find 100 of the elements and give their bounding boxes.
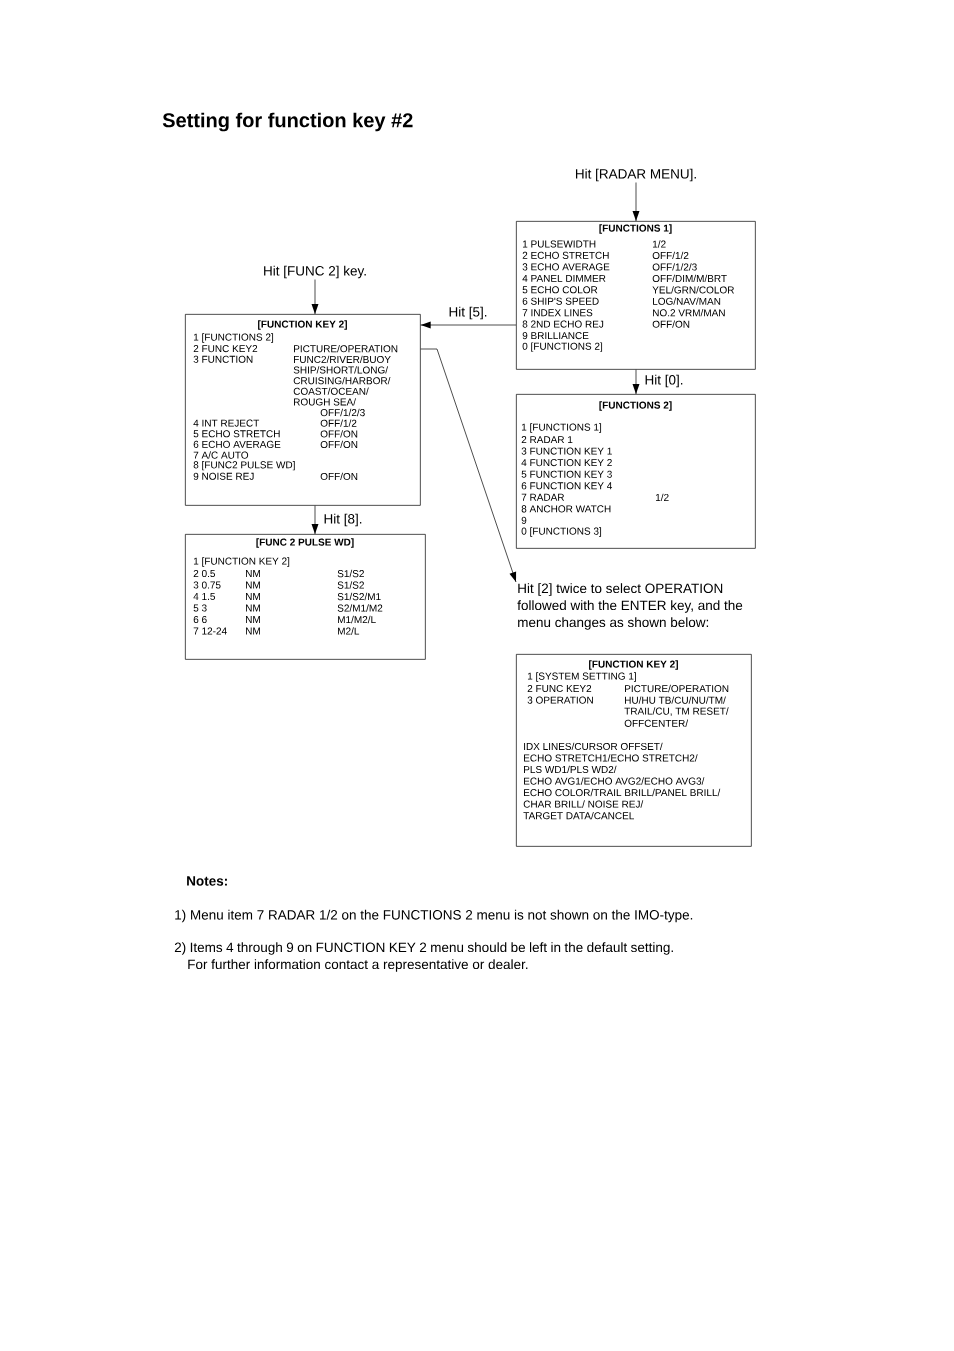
menu-heading: [FUNC 2 PULSE WD] [256,538,354,548]
menu-item: NM [246,593,260,600]
menu-item: OFF/1/2/3 [320,408,365,417]
menu-item: 2 0.5 [193,569,215,578]
menu-heading: [FUNCTIONS 2] [599,401,672,411]
menu-heading: [FUNCTION KEY 2] [258,320,347,330]
note: Notes: [187,876,227,886]
menu-item: TARGET DATA/CANCEL [523,811,634,820]
menu-item: IDX LINES/CURSOR OFFSET/ [524,742,663,750]
menu-item: 0 [FUNCTIONS 3] [521,527,602,537]
menu-heading: [FUNCTION KEY 2] [589,660,678,670]
menu-item: CHAR BRILL/ NOISE REJ/ [523,800,644,808]
menu-item: 5 ECHO STRETCH [193,430,280,438]
menu-item: 1 [FUNCTIONS 2] [193,333,274,343]
menu-item: 4 PANEL DIMMER [522,274,606,282]
arrow [632,369,640,395]
menu-item: COAST/OCEAN/ [293,387,369,395]
arrow [311,505,319,535]
title: Setting for function key #2 [162,112,413,132]
menu-item: SHIP/SHORT/LONG/ [293,366,389,374]
menu-item: OFF/1/2 [652,251,689,260]
arrow [311,279,319,315]
menu-item: 8 [FUNC2 PULSE WD] [193,461,295,471]
menu-item: 0 [FUNCTIONS 2] [522,342,603,352]
menu-item: HU/HU TB/CU/NU/TM/ [625,696,726,704]
menu-item: TRAIL/CU, TM RESET/ [624,707,729,716]
menu-item: 6 6 [193,615,207,624]
menu-item: 1 [FUNCTIONS 1] [521,423,602,433]
menu-box [516,654,752,847]
menu-item: 4 FUNCTION KEY 2 [521,459,612,467]
menu-item: 7 INDEX LINES [522,309,593,317]
menu-item: 2 ECHO STRETCH [522,251,609,259]
menu-box [185,534,426,660]
menu-item: FUNC2/RIVER/BUOY [294,355,391,363]
menu-item: 5 FUNCTION KEY 3 [521,470,612,478]
menu-item: 2 RADAR 1 [521,436,573,444]
menu-item: 3 OPERATION [527,696,593,704]
menu-item: 2 FUNC KEY2 [527,684,592,693]
menu-item: 6 FUNCTION KEY 4 [521,482,613,490]
menu-item: 3 0.75 [193,581,221,589]
menu-item: NO.2 VRM/MAN [653,309,725,317]
menu-box [516,221,756,370]
menu-item: 2 FUNC KEY2 [193,345,258,353]
instruction-text: Hit [FUNC 2] key. [264,265,366,279]
menu-item: 3 FUNCTION [193,355,253,363]
menu-item: 5 ECHO COLOR [522,286,598,294]
menu-item: M1/M2/L [338,615,376,624]
menu-item: 7 12-24 [193,627,227,635]
edge-label: Hit [5]. [447,305,489,321]
menu-item: 6 SHIP'S SPEED [522,297,599,305]
menu-item: M2/L [338,627,360,635]
menu-item: NM [246,627,260,635]
menu-box [185,314,421,506]
menu-item: PICTURE/OPERATION [625,684,729,693]
menu-item: NM [246,581,260,589]
menu-item: 6 ECHO AVERAGE [193,440,281,448]
menu-item: CRUISING/HARBOR/ [293,376,391,385]
menu-item: ROUGH SEA/ [294,398,356,406]
menu-item: 1 [SYSTEM SETTING 1] [527,672,636,682]
menu-item: NM [246,570,260,577]
menu-heading: [FUNCTIONS 1] [599,224,672,234]
menu-item: OFF/ON [652,320,690,328]
arrow [420,321,517,329]
menu-item: PLS WD1/PLS WD2/ [524,765,617,774]
menu-item: 1 PULSEWIDTH [522,240,596,248]
menu-item: S1/S2/M1 [337,592,381,601]
menu-item: 1/2 [652,240,666,248]
menu-item: ECHO AVG1/ECHO AVG2/ECHO AVG3/ [524,777,705,785]
menu-item: 3 ECHO AVERAGE [522,263,610,271]
arrow [632,182,640,222]
menu-item: 4 INT REJECT [193,419,260,427]
menu-item: NM [246,616,260,623]
note: 2) Items 4 through 9 on FUNCTION KEY 2 menu should be left in the default setting. For further information contact a representative or dealer. [174,942,673,972]
menu-item: 5 3 [193,604,207,612]
menu-item: LOG/NAV/MAN [653,297,721,305]
instruction-text: Hit [2] twice to select OPERATION followed with the ENTER key, and the menu changes as shown below: [517,583,743,630]
menu-item: YEL/GRN/COLOR [652,286,734,294]
menu-item: PICTURE/OPERATION [294,344,398,353]
menu-item: ECHO STRETCH1/ECHO STRETCH2/ [524,754,698,762]
menu-item: OFF/DIM/M/BRT [652,274,727,283]
menu-item: ECHO COLOR/TRAIL BRILL/PANEL BRILL/ [524,788,721,797]
menu-box [516,394,756,549]
edge-label: Hit [0]. [643,373,685,389]
edge-label: Hit [8]. [322,512,364,528]
menu-item: 1/2 [655,493,669,501]
menu-item: 1 [FUNCTION KEY 2] [193,557,290,567]
note: 1) Menu item 7 RADAR 1/2 on the FUNCTIONS 2 menu is not shown on the IMO-type. [175,909,693,923]
menu-item: OFFCENTER/ [624,719,689,727]
menu-item: 7 RADAR [521,493,565,501]
menu-item: OFF/ON [320,430,358,438]
menu-item: 3 FUNCTION KEY 1 [521,447,612,455]
menu-item: 7 A/C AUTO [193,451,249,459]
menu-item: OFF/ON [320,440,358,449]
menu-item: 9 BRILLIANCE [522,332,589,340]
menu-item: S1/S2 [337,569,364,578]
menu-item: 9 [521,516,527,524]
menu-item: 8 2ND ECHO REJ [522,320,604,328]
menu-item: S2/M1/M2 [337,604,383,612]
menu-item: 4 1.5 [193,593,215,600]
menu-item: OFF/1/2 [320,419,357,427]
